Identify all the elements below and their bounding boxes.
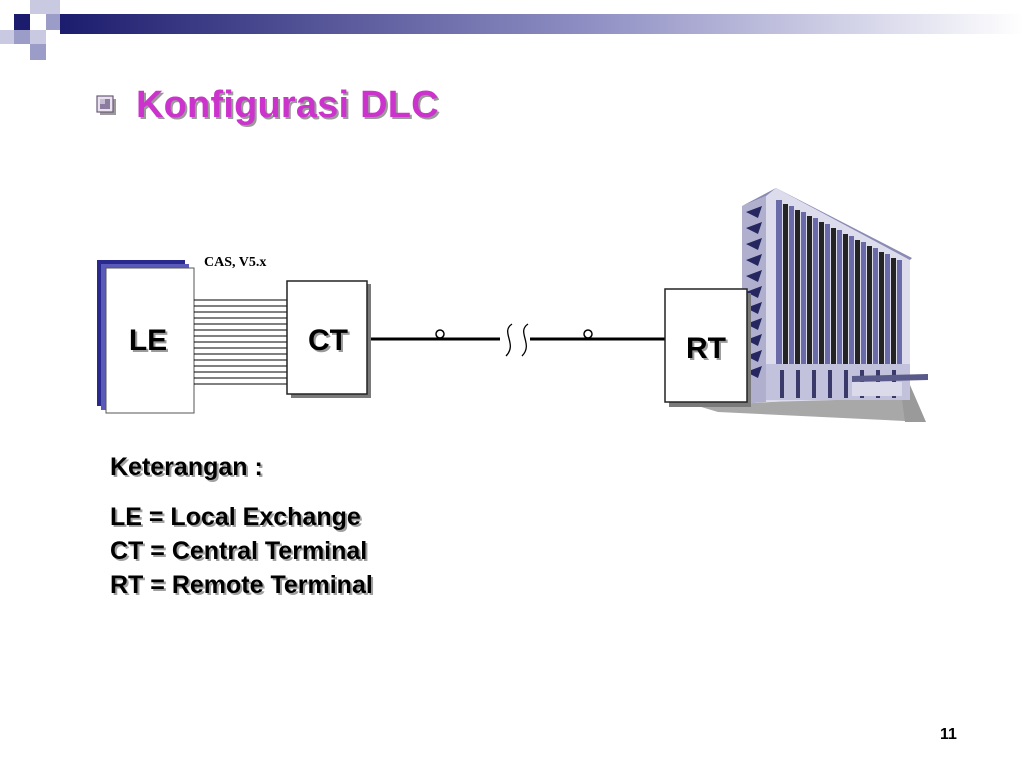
title-row: Konfigurasi DLC [96, 84, 439, 127]
signal-bundle [194, 299, 288, 385]
le-node: LE LE [97, 260, 195, 414]
le-label: LE [131, 326, 169, 359]
ct-label-shadow: CT [310, 326, 350, 359]
ct-label: CT [308, 324, 348, 357]
legend-item-rt: RT = Remote Terminal [110, 571, 373, 599]
ct-node: CT CT [286, 280, 371, 398]
page-number: 11 [940, 726, 957, 743]
office-building-icon [698, 188, 928, 422]
legend-item-le: LE = Local Exchange [110, 503, 361, 531]
le-label-front: LE [129, 324, 167, 357]
rt-label-shadow: RT [688, 334, 728, 367]
slide-title: Konfigurasi DLC [136, 84, 439, 126]
link-protocol-label: CAS, V5.x [204, 255, 266, 270]
legend-heading: Keterangan : [110, 453, 263, 481]
legend-item-ct: CT = Central Terminal [110, 537, 368, 565]
title-bullet-icon [96, 94, 116, 115]
rt-node: RT RT [664, 288, 751, 407]
header-decoration [0, 0, 1024, 60]
line-break-icon [505, 323, 529, 357]
transmission-link [371, 323, 666, 357]
legend: Keterangan : LE = Local Exchange CT = Ce… [110, 450, 373, 602]
rt-label: RT [686, 332, 726, 365]
